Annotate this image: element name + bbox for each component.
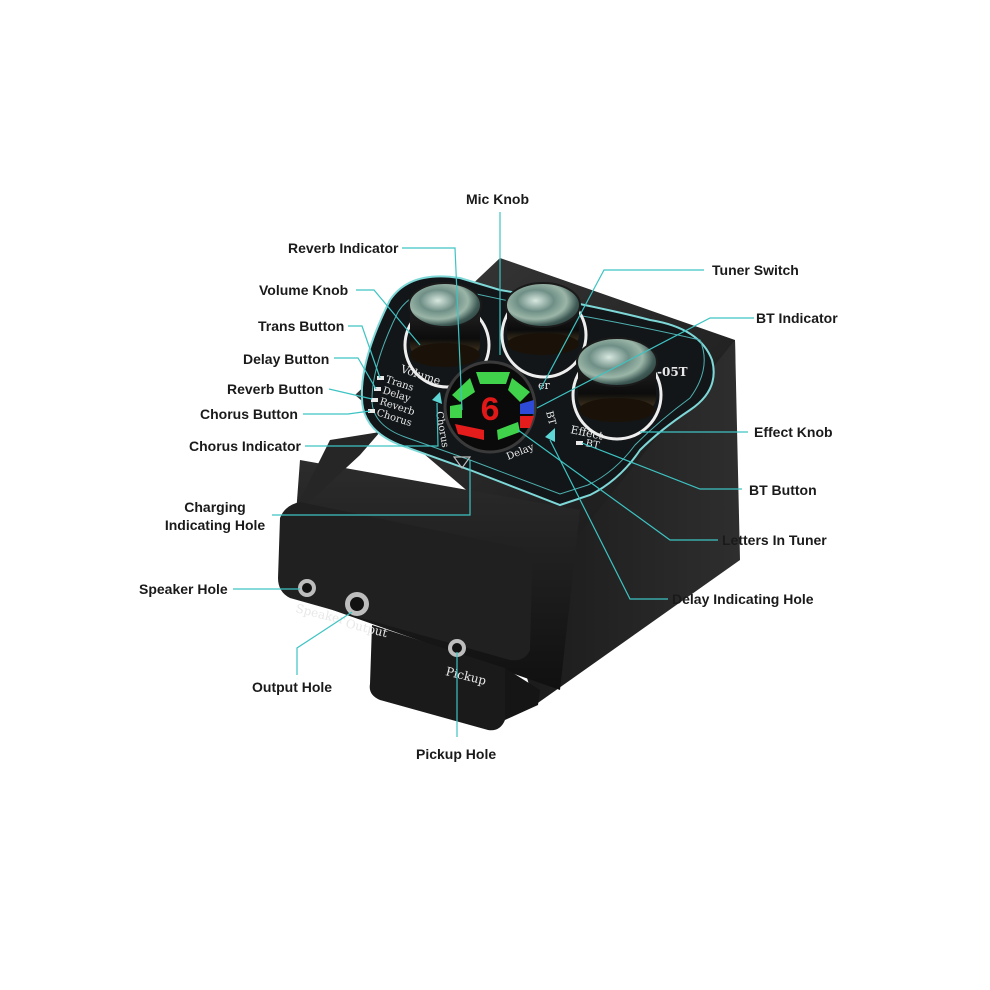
charging-indicator-hole xyxy=(452,456,472,470)
mic-knob[interactable] xyxy=(505,282,581,355)
volume-knob[interactable] xyxy=(408,282,482,367)
label-delay-button: Delay Button xyxy=(243,351,330,367)
label-trans-button: Trans Button xyxy=(258,318,345,334)
leader-reverb-button xyxy=(328,388,373,400)
leader-delay-indicating-hole xyxy=(549,439,668,600)
chorus-indicator-light xyxy=(432,392,442,404)
label-speaker-hole: Speaker Hole xyxy=(139,581,228,597)
tuner-segment-green-3 xyxy=(508,378,530,402)
device-bevel xyxy=(290,432,380,520)
label-chorus-indicator: Chorus Indicator xyxy=(189,438,302,454)
pedal-device: 6 Volume Trans Delay Reverb Chorus Choru… xyxy=(278,258,740,731)
delay-indicator-light xyxy=(545,428,555,442)
label-bt-button: BT Button xyxy=(749,482,817,498)
leader-tuner-switch xyxy=(539,269,704,391)
print-bt-side: BT xyxy=(543,410,557,427)
label-output-hole: Output Hole xyxy=(252,679,333,695)
leader-letters-in-tuner xyxy=(517,429,718,541)
label-tuner-switch: Tuner Switch xyxy=(712,262,799,278)
leader-trans-button xyxy=(348,325,381,379)
leader-reverb-indicator xyxy=(402,247,463,411)
label-effect-knob: Effect Knob xyxy=(754,424,833,440)
tuner-segment-red-2 xyxy=(520,416,534,428)
label-charging-indicating-hole: Charging Indicating Hole xyxy=(150,498,280,534)
chorus-button[interactable] xyxy=(368,409,375,413)
output-jack[interactable] xyxy=(345,592,369,616)
speaker-jack[interactable] xyxy=(298,579,316,597)
leader-lines xyxy=(233,212,754,737)
leader-bt-indicator xyxy=(536,317,754,409)
leader-delay-button xyxy=(334,357,377,390)
tuner-display: 6 xyxy=(443,360,537,454)
leader-chorus-indicator xyxy=(305,402,439,447)
print-model: -05T xyxy=(657,365,688,379)
bt-button[interactable] xyxy=(576,441,583,445)
pickup-jack[interactable] xyxy=(448,639,466,657)
label-letters-in-tuner: Letters In Tuner xyxy=(722,532,827,548)
device-lower-block-side xyxy=(505,668,540,720)
label-mic-knob: Mic Knob xyxy=(466,191,529,207)
tuner-segment-red-1 xyxy=(455,424,484,440)
delay-button[interactable] xyxy=(374,387,381,391)
trans-button[interactable] xyxy=(377,376,384,380)
effect-knob[interactable] xyxy=(576,337,658,422)
label-volume-knob: Volume Knob xyxy=(259,282,349,298)
tuner-segment-green-5 xyxy=(497,422,520,440)
label-reverb-button: Reverb Button xyxy=(227,381,324,397)
leader-charging-hole xyxy=(272,460,471,516)
label-delay-indicating-hole: Delay Indicating Hole xyxy=(672,591,814,607)
leader-output-hole xyxy=(296,611,353,675)
label-chorus-button: Chorus Button xyxy=(200,406,298,422)
tuner-segment-green-2 xyxy=(476,372,510,384)
device-lower-block xyxy=(369,625,505,731)
label-charging-line-1: Charging xyxy=(184,499,246,515)
tuner-digit: 6 xyxy=(480,393,500,431)
label-pickup-hole: Pickup Hole xyxy=(416,746,497,762)
reverb-button[interactable] xyxy=(371,398,378,402)
leader-volume-knob xyxy=(356,289,421,346)
device-front-edge xyxy=(278,502,533,661)
label-reverb-indicator: Reverb Indicator xyxy=(288,240,399,256)
tuner-segment-green-1 xyxy=(452,378,475,402)
label-bt-indicator: BT Indicator xyxy=(756,310,838,326)
label-charging-line-2: Indicating Hole xyxy=(164,517,266,533)
tuner-segment-blue xyxy=(520,400,534,414)
tuner-segment-green-4 xyxy=(450,404,462,418)
leader-chorus-button xyxy=(303,410,371,415)
leader-bt-button xyxy=(581,442,742,490)
